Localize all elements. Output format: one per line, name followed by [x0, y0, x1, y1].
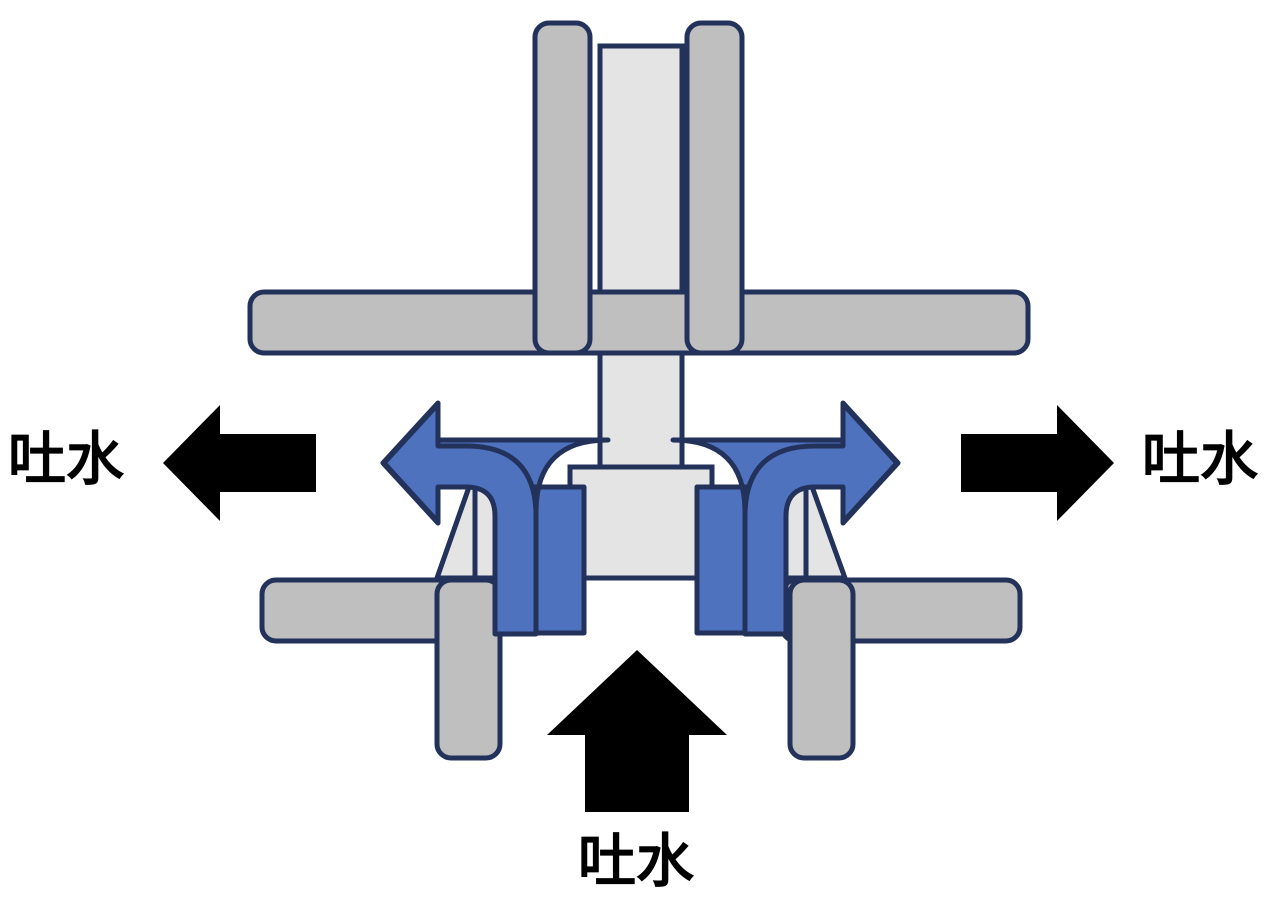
outlet-arrow-right-icon [961, 405, 1114, 521]
flow-arrow-left-final [381, 401, 539, 637]
valve-body-block [567, 464, 715, 581]
flow-arrow-group-final [381, 401, 900, 637]
direction-arrow-group [163, 405, 1114, 812]
guide-upper-left [532, 20, 593, 356]
upper-bar-assembly [247, 20, 1031, 356]
label-outlet-left: 吐水 [8, 425, 125, 493]
seat-bar-top [247, 289, 1031, 356]
guide-upper-right [684, 20, 745, 356]
outlet-arrow-left-icon [163, 405, 316, 521]
inlet-arrow-bottom-icon [547, 650, 727, 812]
lower-bar-assembly [259, 577, 1023, 761]
guide-lower-right [787, 577, 856, 761]
guide-lower-left [434, 577, 503, 761]
label-inlet-bottom: 吐水 [578, 827, 695, 895]
label-outlet-right: 吐水 [1142, 425, 1259, 493]
valve-stem [597, 43, 685, 470]
flow-arrow-right-final [742, 401, 900, 637]
